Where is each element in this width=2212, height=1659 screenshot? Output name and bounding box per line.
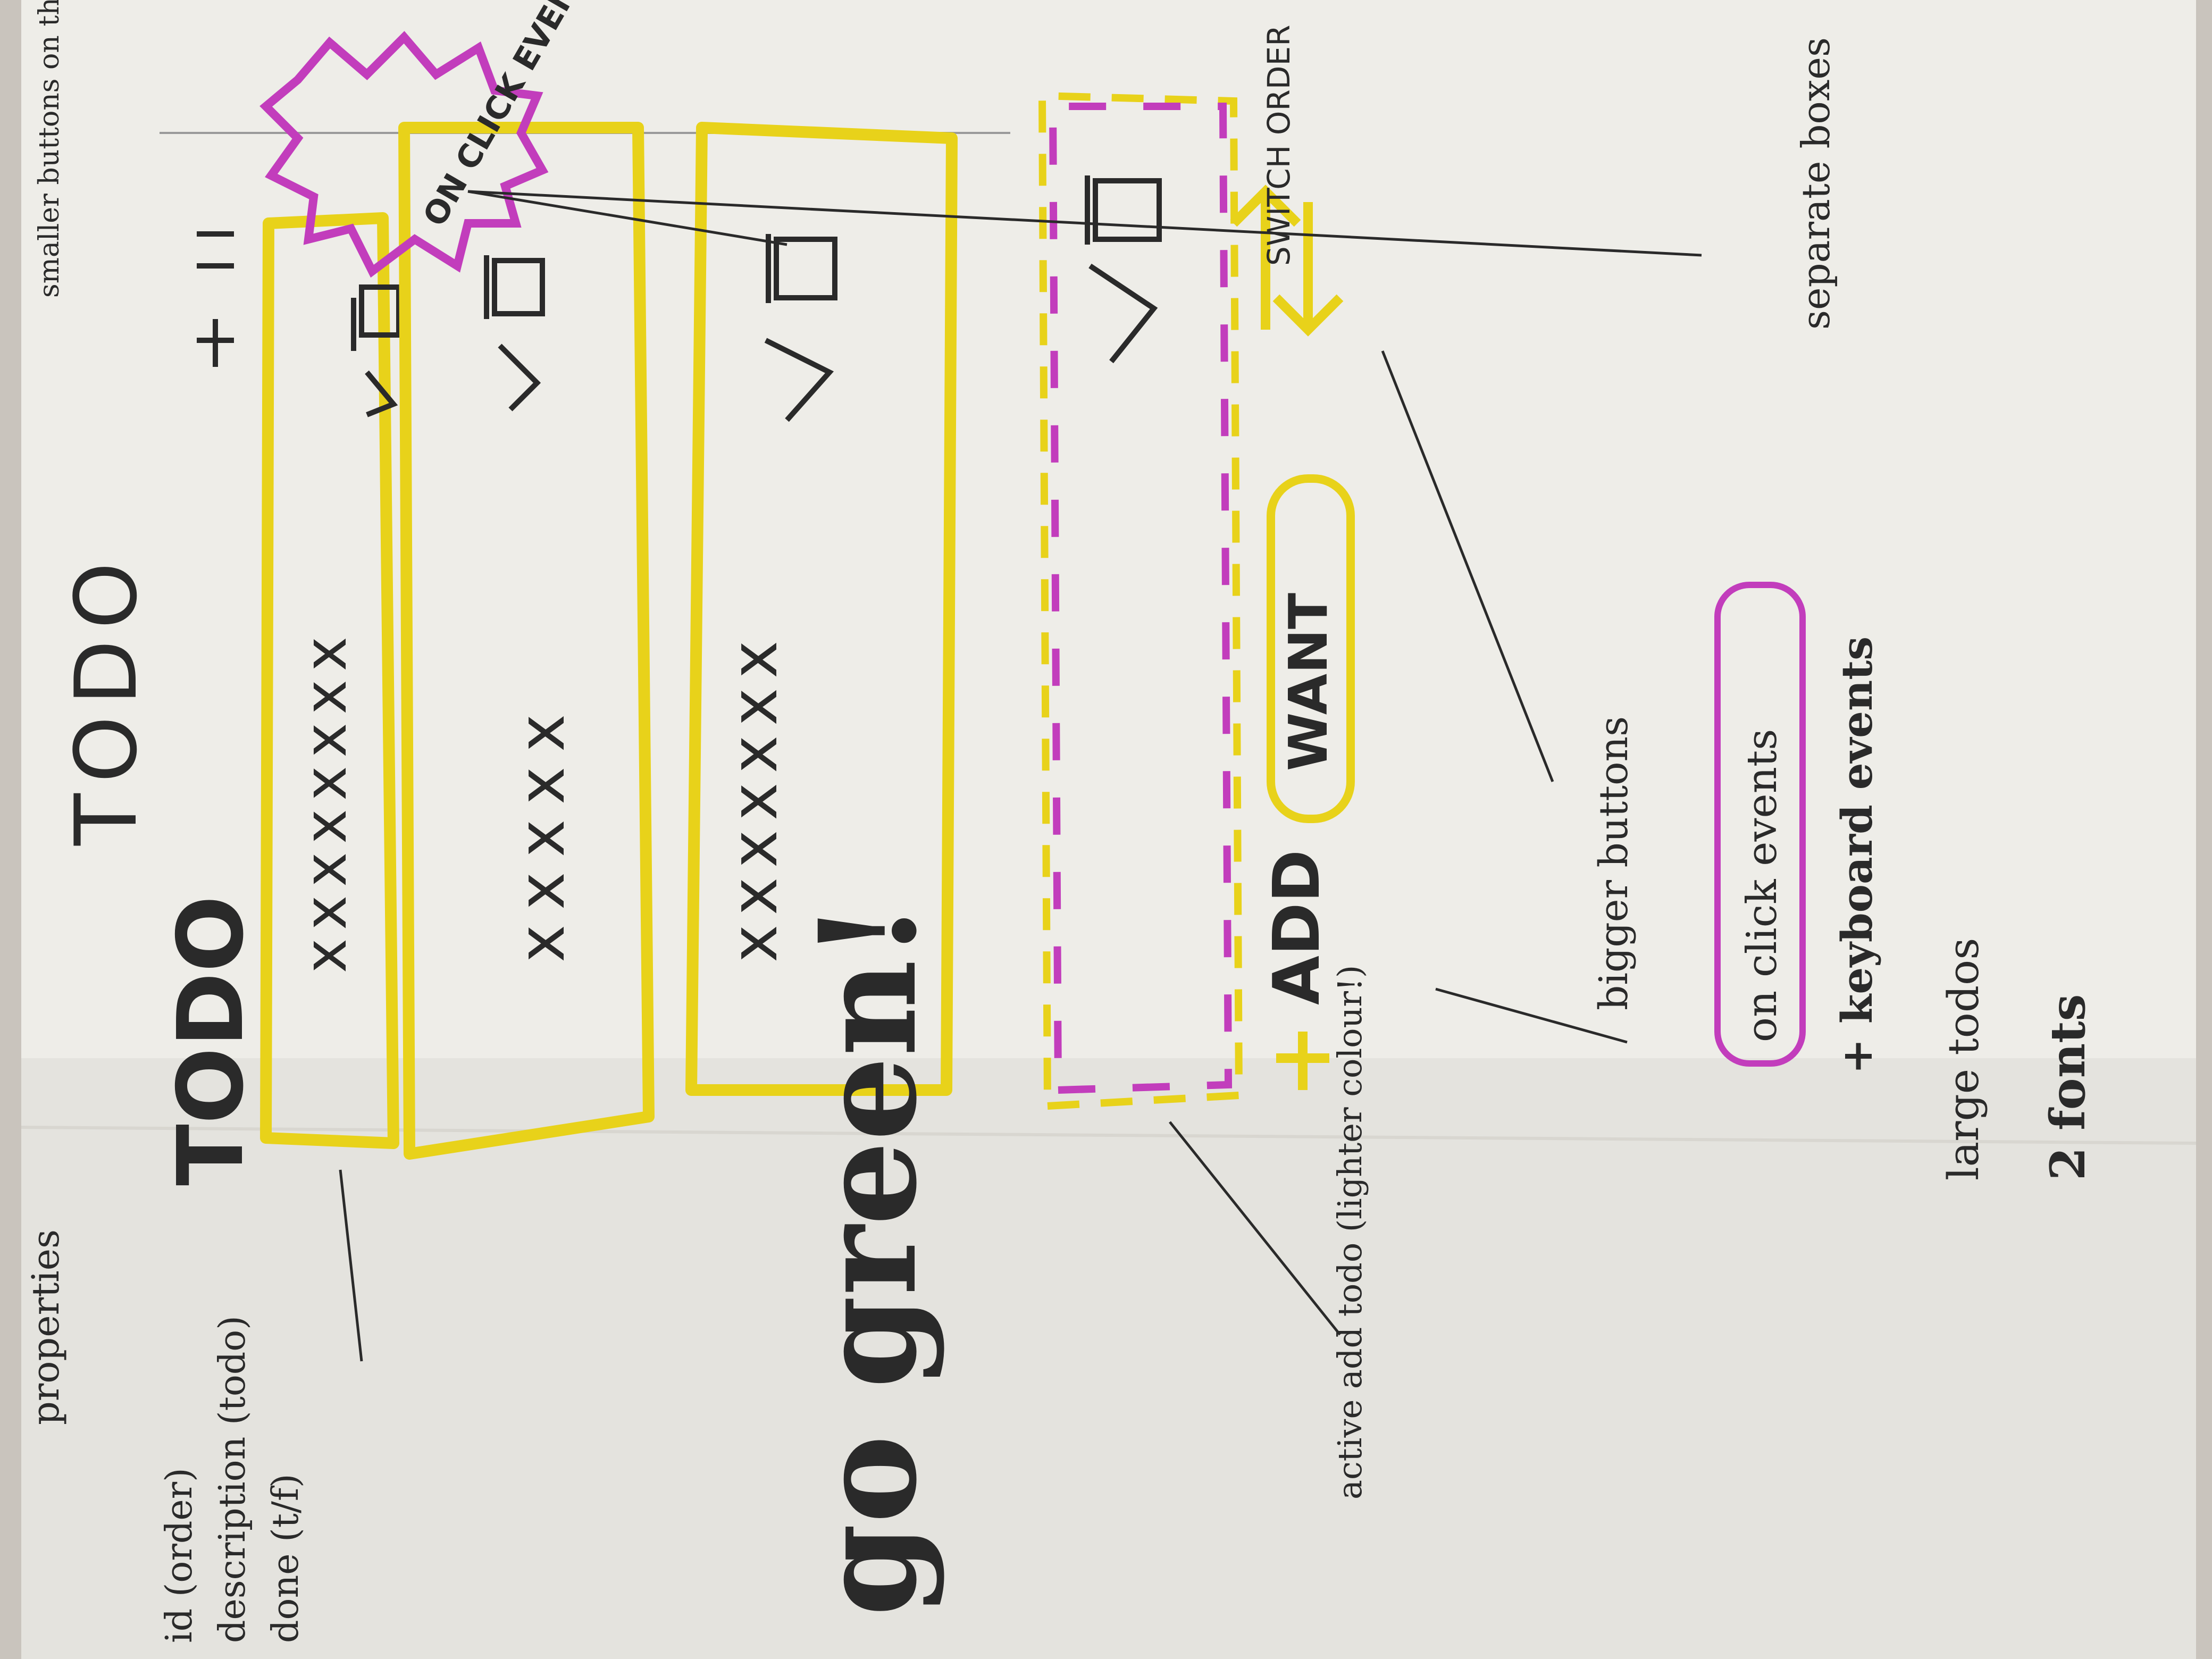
todo-row-border [685,122,958,1096]
trash-icon[interactable] [1085,175,1162,245]
up-arrow-icon [1230,185,1301,330]
note-active-add: active add todo (lighter colour!) [1330,965,1369,1499]
add-button-label: ADD [1260,850,1334,1005]
note-keyboard-events: + keyboard events [1832,636,1882,1074]
trash-icon-body [1093,178,1162,242]
note-two-fonts: 2 fonts [2040,994,2096,1180]
app-title: TODO [158,895,264,1186]
check-icon[interactable] [764,338,834,422]
connector-line [467,190,787,246]
check-icon[interactable] [1088,263,1158,364]
trash-icon[interactable] [766,234,837,303]
todo-row-border [398,122,655,1160]
connector-line [339,1169,363,1362]
plus-icon [1276,1032,1329,1090]
add-button[interactable]: ADD [1260,850,1334,1090]
note-properties: properties [24,1229,68,1425]
todo-app-sketch: TODO TODO xxxxxxxx xxxxx [56,0,1702,1362]
on-click-highlight [1714,582,1806,1067]
small-plus-icon-mark [197,319,234,367]
check-icon-mark [365,370,398,417]
note-bigger-buttons: bigger buttons [1591,716,1637,1010]
trash-icon-body [774,237,837,300]
todo-input-placeholder: WANT [1277,593,1339,771]
small-arrows-icon-mark [197,231,234,269]
small-arrows-icon [197,231,234,269]
trash-icon[interactable] [484,255,545,319]
connector-line [1169,1121,1341,1336]
todo-row-1[interactable]: xxxxxxxx [260,212,401,1149]
check-icon-mark [764,338,834,422]
note-separate-boxes: separate boxes [1794,37,1838,330]
connector-line [1435,987,1628,1044]
note-go-green: go green! [790,901,946,1616]
note-on-click-events-group: on click events [1714,582,1806,1067]
connector-line [467,190,1702,257]
paper-fold-shadow [21,1058,2196,1659]
note-property-3: done (t/f) [265,1473,307,1643]
paper-fold-line [21,1126,2197,1145]
todo-row-text: xxxxxxxx [291,628,359,973]
check-icon-mark [1088,263,1158,364]
note-property-2: description (todo) [212,1316,254,1643]
check-icon[interactable] [365,370,398,417]
notes: properties id (order) description (todo)… [24,0,2096,1643]
add-todo-box-border-yellow [1038,91,1243,1110]
todo-row-text: xxxxxxx [718,631,792,962]
down-arrow-icon [1272,202,1344,337]
note-on-click-events: on click events [1738,729,1786,1042]
connector-lines [339,190,1702,1362]
trash-icon-body [492,258,545,316]
todo-input[interactable]: WANT [1267,474,1355,823]
todo-row-2[interactable]: xxxxx [398,122,655,1160]
check-icon[interactable] [498,343,541,412]
small-plus-icon [197,319,234,367]
connector-line [1381,350,1554,782]
todo-row-border [260,212,399,1149]
trash-icon[interactable] [351,284,401,351]
note-smaller-buttons: smaller buttons on the row [33,0,65,298]
note-property-1: id (order) [158,1468,200,1643]
trash-icon-body [359,284,401,338]
burst-outline [259,31,549,278]
add-todo-box-border-magenta [1049,103,1233,1094]
header-scribble: TODO [56,551,156,846]
switch-order-label: SWITCH ORDER [1261,25,1297,266]
add-todo-box[interactable]: ADD WANT [1038,91,1355,1110]
todo-row-text: xxxxx [505,699,579,962]
todo-input-pill [1267,474,1355,823]
switch-order-button[interactable]: SWITCH ORDER [1230,25,1344,337]
note-large-todos: large todos [1939,938,1988,1180]
todo-row-3[interactable]: xxxxxxx [685,122,958,1096]
check-icon-mark [498,343,541,412]
